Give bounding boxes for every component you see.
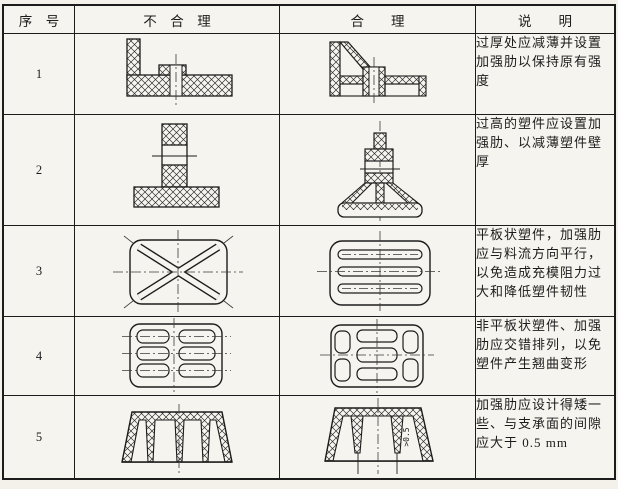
row-number: 5 xyxy=(2,395,75,480)
table-row: 1 xyxy=(2,33,616,115)
figure-row4-reasonable xyxy=(279,316,476,396)
row-description: 平板状塑件，加强肋应与料流方向平行，以免造成充模阻力过大和降低塑件韧性 xyxy=(475,225,616,317)
table-row: 5 xyxy=(2,395,616,480)
row-number: 1 xyxy=(2,33,75,115)
figure-row2-unreasonable xyxy=(74,114,280,226)
clearance-dimension-label: >0.5 xyxy=(402,427,411,446)
figure-row1-reasonable xyxy=(279,33,476,115)
scanned-table-page: 序 号 不 合 理 合 理 说 明 1 xyxy=(2,4,616,480)
figure-row2-reasonable xyxy=(279,114,476,226)
header-row: 序 号 不 合 理 合 理 说 明 xyxy=(2,4,616,34)
figure-row3-unreasonable xyxy=(74,225,280,317)
col-header-serial: 序 号 xyxy=(2,4,75,34)
table-row: 3 xyxy=(2,225,616,317)
col-header-unreasonable: 不 合 理 xyxy=(74,4,280,34)
figure-row1-unreasonable xyxy=(74,33,280,115)
row-number: 3 xyxy=(2,225,75,317)
rib-design-guideline-table: 序 号 不 合 理 合 理 说 明 1 xyxy=(2,4,616,480)
row-description: 过高的塑件应设置加强肋、以减薄塑件壁厚 xyxy=(475,114,616,226)
table-row: 4 xyxy=(2,316,616,396)
row-number: 4 xyxy=(2,316,75,396)
row-number: 2 xyxy=(2,114,75,226)
row-description: 加强肋应设计得矮一些、与支承面的间隙应大于 0.5 mm xyxy=(475,395,616,480)
table-row: 2 xyxy=(2,114,616,226)
col-header-explanation: 说 明 xyxy=(475,4,616,34)
figure-row5-unreasonable xyxy=(74,395,280,480)
col-header-reasonable: 合 理 xyxy=(279,4,476,34)
figure-row3-reasonable xyxy=(279,225,476,317)
row-description: 非平板状塑件、加强肋应交错排列，以免塑件产生翘曲变形 xyxy=(475,316,616,396)
row-description: 过厚处应减薄并设置加强肋以保持原有强度 xyxy=(475,33,616,115)
figure-row5-reasonable: >0.5 xyxy=(279,395,476,480)
figure-row4-unreasonable xyxy=(74,316,280,396)
